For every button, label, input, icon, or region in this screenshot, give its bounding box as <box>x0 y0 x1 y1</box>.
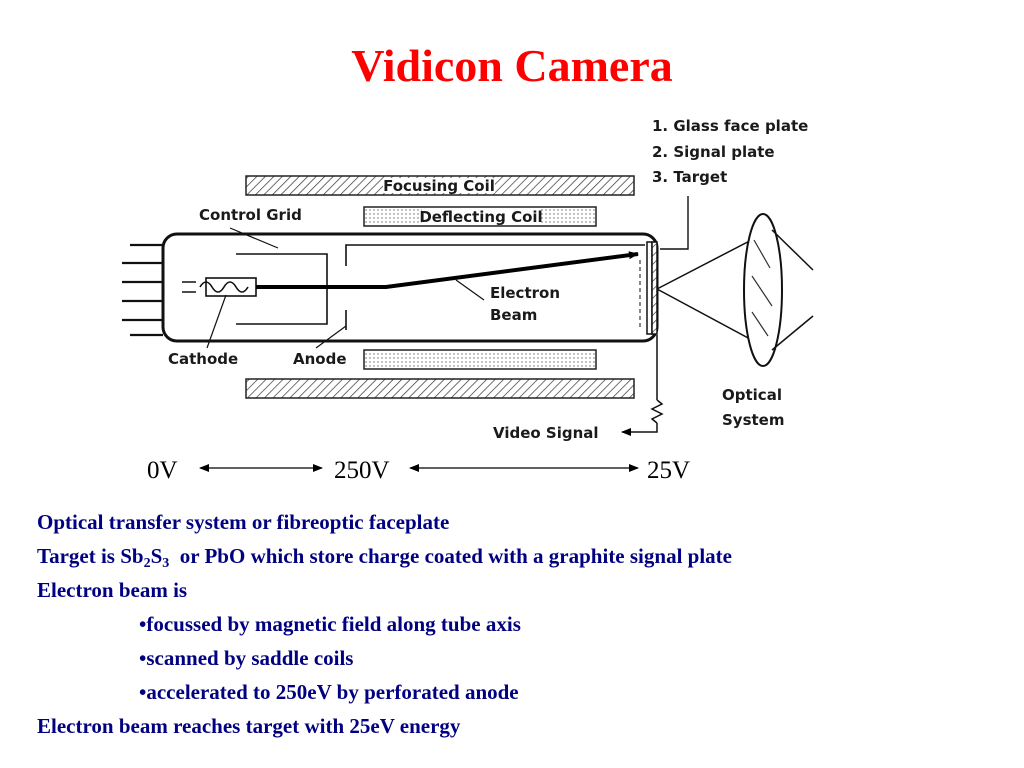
voltage-0v: 0V <box>147 457 178 484</box>
electron-label: Electron <box>490 284 560 302</box>
cathode <box>182 277 257 297</box>
optical-system <box>656 213 814 367</box>
body-line-4: Electron beam reaches target with 25eV e… <box>37 714 461 738</box>
vidicon-tube-diagram: Focusing Coil Deflecting Coil 1. Glass f… <box>122 117 814 484</box>
bullet-item: •accelerated to 250eV by perforated anod… <box>139 680 519 704</box>
slide-title: Vidicon Camera <box>351 40 673 91</box>
cathode-label: Cathode <box>168 350 238 368</box>
bullet-item: •focussed by magnetic field along tube a… <box>139 612 521 636</box>
legend-item-3: 3. Target <box>652 168 727 186</box>
body-line-2: Target is Sb2S3 or PbO which store charg… <box>37 544 732 571</box>
target-plates <box>646 241 658 335</box>
legend-item-2: 2. Signal plate <box>652 143 775 161</box>
focusing-coil <box>245 175 635 399</box>
legend-item-1: 1. Glass face plate <box>652 117 808 135</box>
body-text: Optical transfer system or fibreoptic fa… <box>37 505 1012 743</box>
body-line-3: Electron beam is <box>37 578 188 602</box>
focusing-coil-label: Focusing Coil <box>383 177 495 195</box>
tube-pins <box>122 243 163 337</box>
beam-label: Beam <box>490 306 537 324</box>
control-grid-label: Control Grid <box>199 206 302 224</box>
electron-beam <box>256 251 639 289</box>
anode-label: Anode <box>293 350 347 368</box>
system-label: System <box>722 411 784 429</box>
video-signal-lead <box>621 335 664 436</box>
voltage-25v: 25V <box>647 457 690 484</box>
voltage-250v: 250V <box>334 457 390 484</box>
video-signal-label: Video Signal <box>493 424 599 442</box>
bullet-item: •scanned by saddle coils <box>139 646 354 670</box>
deflecting-coil-label: Deflecting Coil <box>419 208 542 226</box>
optical-label: Optical <box>722 386 782 404</box>
body-line-1: Optical transfer system or fibreoptic fa… <box>37 510 450 534</box>
deflecting-coil <box>363 206 597 370</box>
